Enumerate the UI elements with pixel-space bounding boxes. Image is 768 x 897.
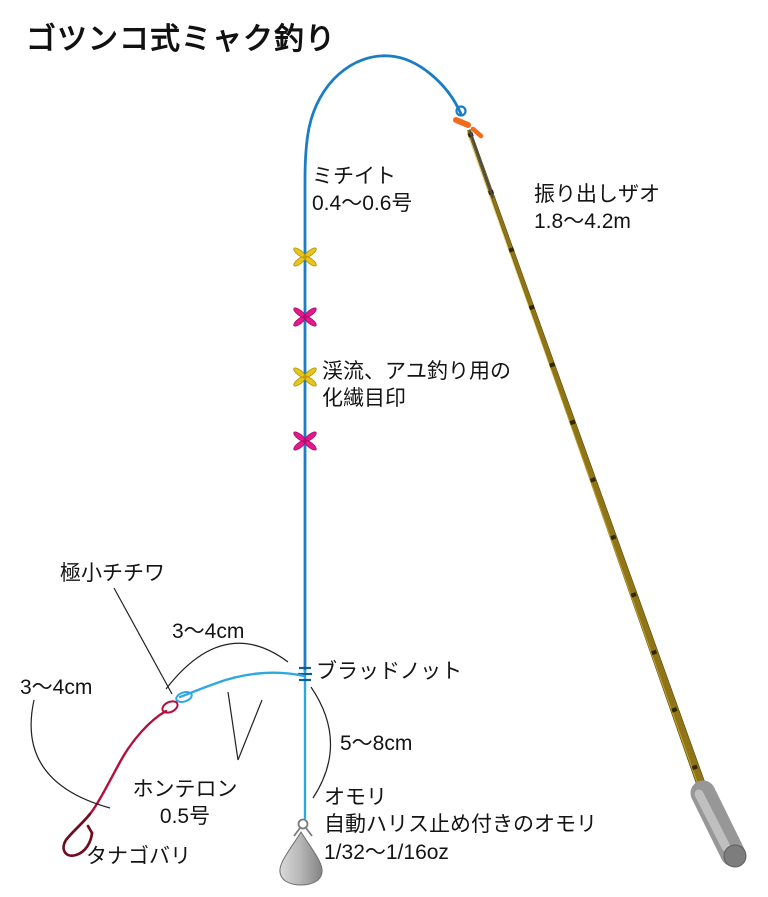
blood-knot-icon — [298, 666, 312, 682]
blood-knot-label: ブラッドノット — [316, 660, 463, 683]
rod-grip-highlight — [694, 789, 731, 852]
telescopic-rod — [453, 117, 747, 868]
honteron-pointer-2 — [237, 699, 263, 761]
main-line — [303, 54, 463, 673]
branch-line — [178, 671, 306, 699]
hook-label: タナゴバリ — [86, 845, 191, 868]
drop-length-label: 5〜8cm — [340, 732, 413, 755]
weight-label-2: 自動ハリス止め付きのオモリ — [324, 813, 597, 837]
weight-label-1: オモリ — [324, 786, 387, 809]
chichiwa-loop-blue-icon — [175, 691, 193, 703]
weight-wire-loop-icon — [297, 818, 309, 830]
rod-label: 振り出しザオ 1.8〜4.2m — [534, 181, 660, 236]
honteron-pointer-1 — [227, 691, 239, 761]
chichiwa-label: 極小チチワ — [60, 562, 165, 585]
rod-tip-section — [469, 130, 494, 199]
main-line-label-1: ミチイト — [312, 165, 396, 188]
main-line-label: ミチイト 0.4〜0.6号 — [312, 163, 412, 218]
leader-length-label: 3〜4cm — [20, 676, 93, 699]
page-title: ゴツンコ式ミャク釣り — [26, 23, 336, 56]
honteron-label-1: ホンテロン — [132, 778, 238, 801]
main-line-group — [175, 54, 467, 820]
rod-label-2: 1.8〜4.2m — [534, 210, 631, 234]
tanago-hook-icon — [62, 812, 94, 857]
annotations — [30, 587, 332, 809]
branch-length-label: 3〜4cm — [172, 620, 245, 643]
weight-label-3: 1/32〜1/16oz — [324, 840, 449, 864]
rod-label-1: 振り出しザオ — [534, 183, 660, 206]
weight-wire-left — [293, 827, 301, 837]
weight-group — [279, 818, 323, 886]
main-line-label-2: 0.4〜0.6号 — [312, 192, 413, 216]
tip-knot-icon — [455, 105, 467, 117]
branch-length-arc — [165, 642, 289, 690]
honteron-label: ホンテロン 0.5号 — [120, 776, 250, 831]
honteron-label-2: 0.5号 — [159, 805, 211, 829]
markers-label-1: 渓流、アユ釣り用の — [322, 360, 511, 383]
leader-line — [88, 709, 168, 816]
markers-label-2: 化繊目印 — [322, 387, 406, 411]
weight-label: オモリ 自動ハリス止め付きのオモリ 1/32〜1/16oz — [324, 784, 597, 866]
leader-length-arc — [30, 699, 111, 809]
rod-butt-cap — [723, 844, 747, 868]
leader-group — [62, 700, 179, 857]
chichiwa-pointer-line — [113, 587, 173, 695]
weight-wire-right — [305, 827, 313, 837]
rod-highlight — [466, 131, 710, 817]
drop-length-arc — [310, 686, 332, 799]
chichiwa-loop-red-icon — [161, 700, 179, 714]
rod-tip-wrap2-icon — [470, 126, 484, 139]
weight-body-icon — [279, 831, 323, 886]
rod-tip-wrap-icon — [453, 117, 471, 128]
hook-barb-icon — [86, 824, 94, 835]
markers-label: 渓流、アユ釣り用の 化繊目印 — [322, 358, 511, 413]
